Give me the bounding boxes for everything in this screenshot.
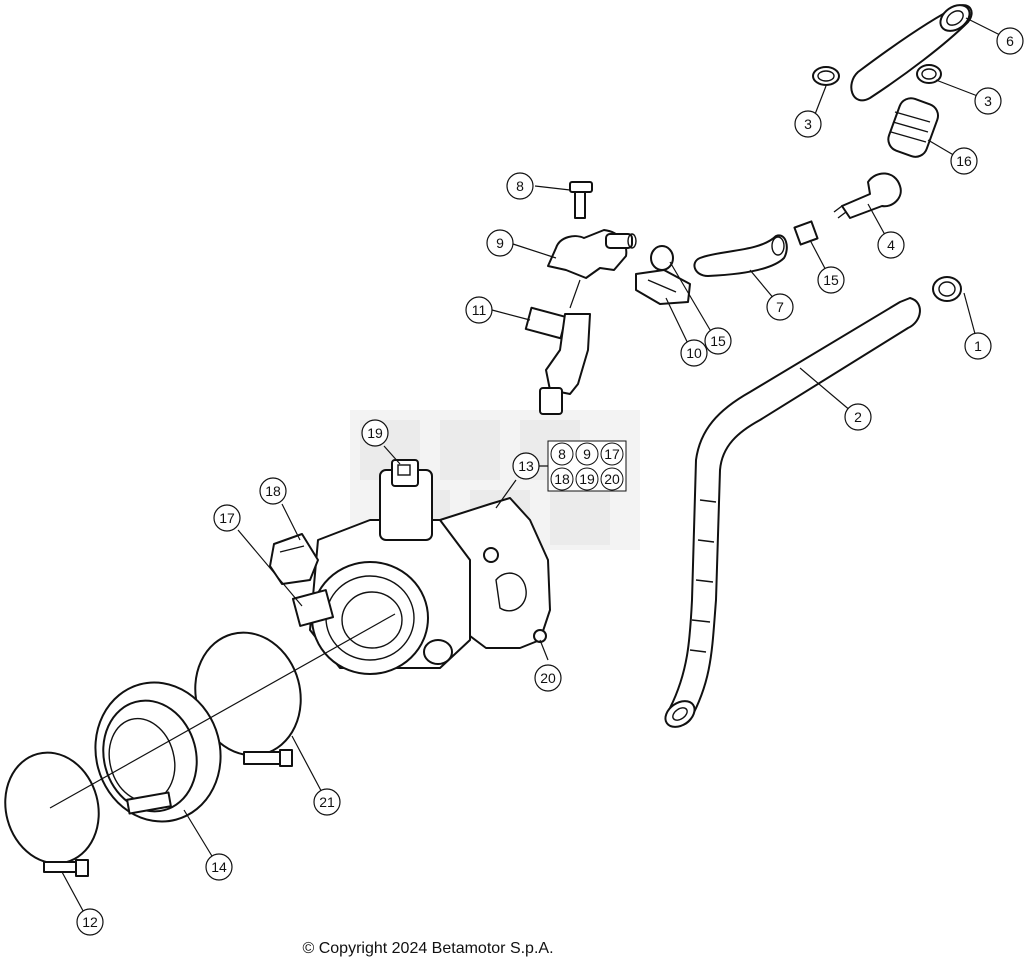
callout-7-label: 7 <box>776 299 784 315</box>
callout-4: 4 <box>877 231 905 259</box>
part-3-clamp-right <box>916 64 942 84</box>
part-3-clamp-left <box>812 66 840 86</box>
callout-11-label: 11 <box>472 302 487 318</box>
part-12-clamp <box>4 751 100 877</box>
callout-18: 18 <box>259 477 287 505</box>
callout-21: 21 <box>313 788 341 816</box>
part-4-fitting <box>833 172 902 219</box>
callout-4-label: 4 <box>887 237 895 253</box>
part-6-upper-hose <box>850 4 973 102</box>
callout-13-label: 13 <box>518 458 534 474</box>
callout-6: 6 <box>996 27 1024 55</box>
callout-14: 14 <box>205 853 233 881</box>
svg-text:9: 9 <box>583 446 591 462</box>
part-15-clamp-right <box>793 220 819 246</box>
callout-11: 11 <box>465 296 493 324</box>
callout-19-label: 19 <box>367 425 383 441</box>
kit-13-item: 9 <box>575 442 599 466</box>
callout-8-label: 8 <box>516 178 524 194</box>
callout-3-right: 3 <box>974 87 1002 115</box>
kit-13-item: 18 <box>550 467 574 491</box>
callout-3-left: 3 <box>794 110 822 138</box>
callout-7: 7 <box>766 293 794 321</box>
callout-6-label: 6 <box>1006 33 1014 49</box>
callout-9: 9 <box>486 229 514 257</box>
kit-13-item: 19 <box>575 467 599 491</box>
callout-10-label: 10 <box>686 345 702 361</box>
part-14-intake-rubber <box>94 681 222 823</box>
callout-3-left-label: 3 <box>804 116 812 132</box>
callout-12: 12 <box>76 908 104 936</box>
callout-2: 2 <box>844 403 872 431</box>
callout-1: 1 <box>964 332 992 360</box>
kit-13-item: 20 <box>600 467 624 491</box>
part-8-screw <box>569 181 593 219</box>
kit-13-contents: 8 9 17 18 19 20 <box>547 440 627 492</box>
kit-13-item: 17 <box>600 442 624 466</box>
part-1-clamp <box>932 276 962 302</box>
svg-text:20: 20 <box>604 471 620 487</box>
callout-20: 20 <box>534 664 562 692</box>
part-2-long-hose <box>664 297 921 728</box>
callout-15-left: 15 <box>704 327 732 355</box>
part-15-clamp-left <box>650 245 674 271</box>
callout-15-right-label: 15 <box>823 272 839 288</box>
callout-15-right: 15 <box>817 266 845 294</box>
callout-21-label: 21 <box>319 794 335 810</box>
copyright-notice: © Copyright 2024 Betamotor S.p.A. <box>302 940 554 957</box>
callout-3-right-label: 3 <box>984 93 992 109</box>
callout-15-left-label: 15 <box>710 333 726 349</box>
callout-19: 19 <box>361 419 389 447</box>
throttle-body <box>269 459 551 675</box>
callout-13: 13 <box>512 452 540 480</box>
svg-text:17: 17 <box>604 446 620 462</box>
part-7-short-hose <box>693 234 788 277</box>
callout-8: 8 <box>506 172 534 200</box>
svg-text:18: 18 <box>554 471 570 487</box>
callout-16: 16 <box>950 147 978 175</box>
callout-14-label: 14 <box>211 859 227 875</box>
svg-text:8: 8 <box>558 446 566 462</box>
svg-text:19: 19 <box>579 471 595 487</box>
part-16-bellow <box>887 97 939 158</box>
part-21-clamp <box>194 631 302 767</box>
callout-17: 17 <box>213 504 241 532</box>
callout-12-label: 12 <box>82 914 98 930</box>
axis-line <box>49 613 396 809</box>
callout-1-label: 1 <box>974 338 982 354</box>
part-11-injector <box>524 306 591 415</box>
part-9-fuel-rail <box>547 229 637 279</box>
callout-20-label: 20 <box>540 670 556 686</box>
callout-18-label: 18 <box>265 483 281 499</box>
callout-16-label: 16 <box>956 153 972 169</box>
callout-9-label: 9 <box>496 235 504 251</box>
part-10-bracket <box>635 269 691 305</box>
callout-2-label: 2 <box>854 409 862 425</box>
callout-10: 10 <box>680 339 708 367</box>
callout-17-label: 17 <box>219 510 235 526</box>
kit-13-item: 8 <box>550 442 574 466</box>
